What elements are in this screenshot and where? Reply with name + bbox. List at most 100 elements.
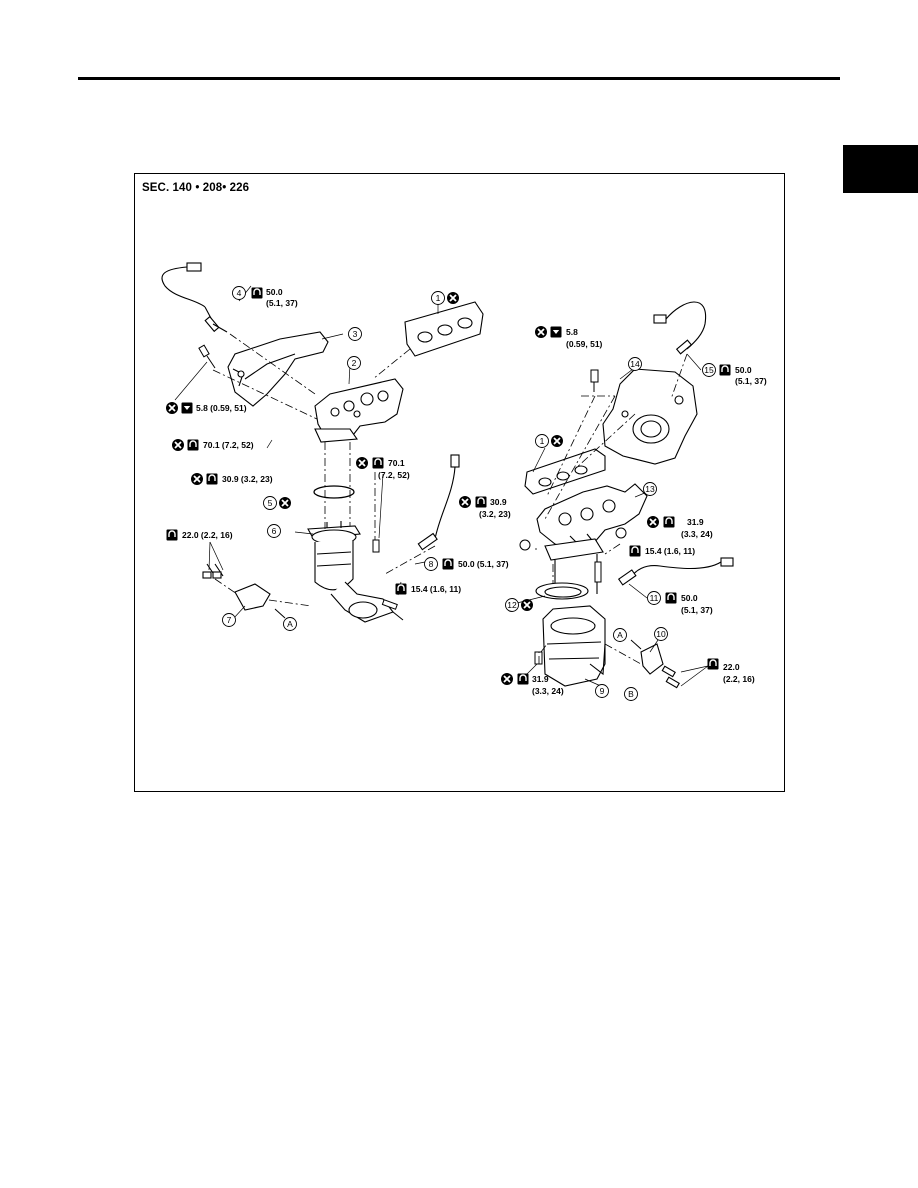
torque-wrench-icon: [706, 657, 720, 671]
callout-11: 11: [650, 593, 659, 603]
bolt-58: [590, 369, 599, 392]
torque-wrench-icon: [718, 363, 732, 377]
torque-wrench-icon: [441, 557, 455, 571]
o2-sensor-8: [417, 454, 460, 551]
torque-154-right: 15.4 (1.6, 11): [645, 546, 695, 556]
o2-sensor-11: [617, 557, 734, 586]
torque-wrench-icon: [205, 472, 219, 486]
gasket-1-left: [404, 301, 484, 357]
torque-58-b: (0.59, 51): [566, 339, 603, 349]
replace-part-icon: [190, 472, 204, 486]
bolt-heatshield: [198, 344, 216, 369]
callout-3: 3: [353, 329, 358, 339]
torque-wrench-icon: [664, 591, 678, 605]
torque-319-top-a: 31.9: [687, 517, 704, 527]
replace-part-icon: [165, 401, 179, 415]
bracket-7: [202, 563, 271, 611]
replace-part-icon: [278, 496, 292, 510]
torque-319-top-b: (3.3, 24): [681, 529, 713, 539]
torque-wrench-icon: [516, 672, 530, 686]
torque-wrench-icon: [474, 495, 488, 509]
manifold-flange: [314, 428, 358, 443]
section-tab: [843, 145, 918, 193]
torque-wrench-icon: [250, 286, 264, 300]
replace-part-icon: [446, 291, 460, 305]
callout-1-right: 1: [540, 436, 545, 446]
stud-bolts-left: [372, 539, 404, 621]
ref-a-left: A: [287, 619, 293, 629]
exhaust-manifold-diagram: 4 3 1 2 5 6 7 8 A 1 14 15 13 12 11 10 9 …: [161, 262, 767, 701]
torque-nut-70: 70.1 (7.2, 52): [203, 440, 254, 450]
torque-4-a: 50.0: [266, 287, 283, 297]
o2-sensor-15: [653, 301, 707, 355]
callout-5: 5: [268, 498, 273, 508]
callout-6: 6: [272, 526, 277, 536]
gasket-1-right: [524, 448, 606, 495]
replace-part-icon: [458, 495, 472, 509]
assembly-lines-left: [212, 333, 436, 607]
replace-part-icon: [520, 598, 534, 612]
diagram-frame: SEC. 140 • 208• 226: [134, 173, 785, 792]
torque-58-a: 5.8: [566, 327, 578, 337]
callout-9: 9: [600, 686, 605, 696]
torque-nut-309: 30.9 (3.2, 23): [222, 474, 273, 484]
callout-1-left: 1: [436, 293, 441, 303]
torque-319-bot-b: (3.3, 24): [532, 686, 564, 696]
torque-heatshield-bolt: 5.8 (0.59, 51): [196, 403, 247, 413]
callout-10: 10: [656, 629, 666, 639]
torque-wrench-angle-icon: [550, 326, 562, 338]
torque-15-b: (5.1, 37): [735, 376, 767, 386]
ref-b: B: [628, 689, 634, 699]
torque-wrench-icon: [628, 544, 642, 558]
stud-154-right: [594, 561, 602, 583]
replace-part-icon: [550, 434, 564, 448]
section-label: SEC. 140 • 208• 226: [142, 182, 250, 194]
nut-309-right: [519, 539, 531, 551]
torque-319-bot-a: 31.9: [532, 674, 549, 684]
assembly-lines-right: [535, 353, 688, 665]
replace-part-icon: [534, 325, 548, 339]
o2-sensor-4: [161, 262, 228, 333]
torque-22-right-a: 22.0: [723, 662, 740, 672]
ref-a-right: A: [617, 630, 623, 640]
torque-wrench-icon: [394, 582, 408, 596]
heat-shield-3: [227, 331, 329, 407]
callout-8: 8: [429, 559, 434, 569]
callout-4: 4: [237, 288, 242, 298]
replace-part-icon: [355, 456, 369, 470]
ring-5: [313, 485, 355, 499]
torque-154-left: 15.4 (1.6, 11): [411, 584, 461, 594]
replace-part-icon: [500, 672, 514, 686]
callout-12: 12: [507, 600, 517, 610]
torque-wrench-icon: [186, 438, 200, 452]
torque-4-b: (5.1, 37): [266, 298, 298, 308]
callout-14: 14: [630, 359, 640, 369]
torque-15-a: 50.0: [735, 365, 752, 375]
exhaust-manifold-2: [314, 378, 404, 440]
torque-22-left: 22.0 (2.2, 16): [182, 530, 233, 540]
torque-8: 50.0 (5.1, 37): [458, 559, 509, 569]
catalyst-9: [535, 538, 606, 687]
torque-stud-70-b: (7.2, 52): [378, 470, 410, 480]
callout-7: 7: [227, 615, 232, 625]
catalyst-6: [307, 521, 394, 623]
callout-2: 2: [352, 358, 357, 368]
torque-stud-70-a: 70.1: [388, 458, 405, 468]
torque-wrench-icon: [371, 456, 385, 470]
bracket-10: [640, 643, 680, 689]
torque-wrench-angle-icon: [181, 402, 193, 414]
bolt-319-bottom: [534, 651, 543, 665]
replace-part-icon: [646, 515, 660, 529]
torque-22-right-b: (2.2, 16): [723, 674, 755, 684]
torque-309r-b: (3.2, 23): [479, 509, 511, 519]
heat-shield-14: [602, 368, 698, 465]
torque-wrench-icon: [662, 515, 676, 529]
torque-11-a: 50.0: [681, 593, 698, 603]
callout-15: 15: [704, 365, 714, 375]
torque-11-b: (5.1, 37): [681, 605, 713, 615]
replace-part-icon: [171, 438, 185, 452]
torque-wrench-icon: [165, 528, 179, 542]
header-rule: [78, 77, 840, 80]
torque-309r-a: 30.9: [490, 497, 507, 507]
nut-319-right: [615, 527, 627, 539]
